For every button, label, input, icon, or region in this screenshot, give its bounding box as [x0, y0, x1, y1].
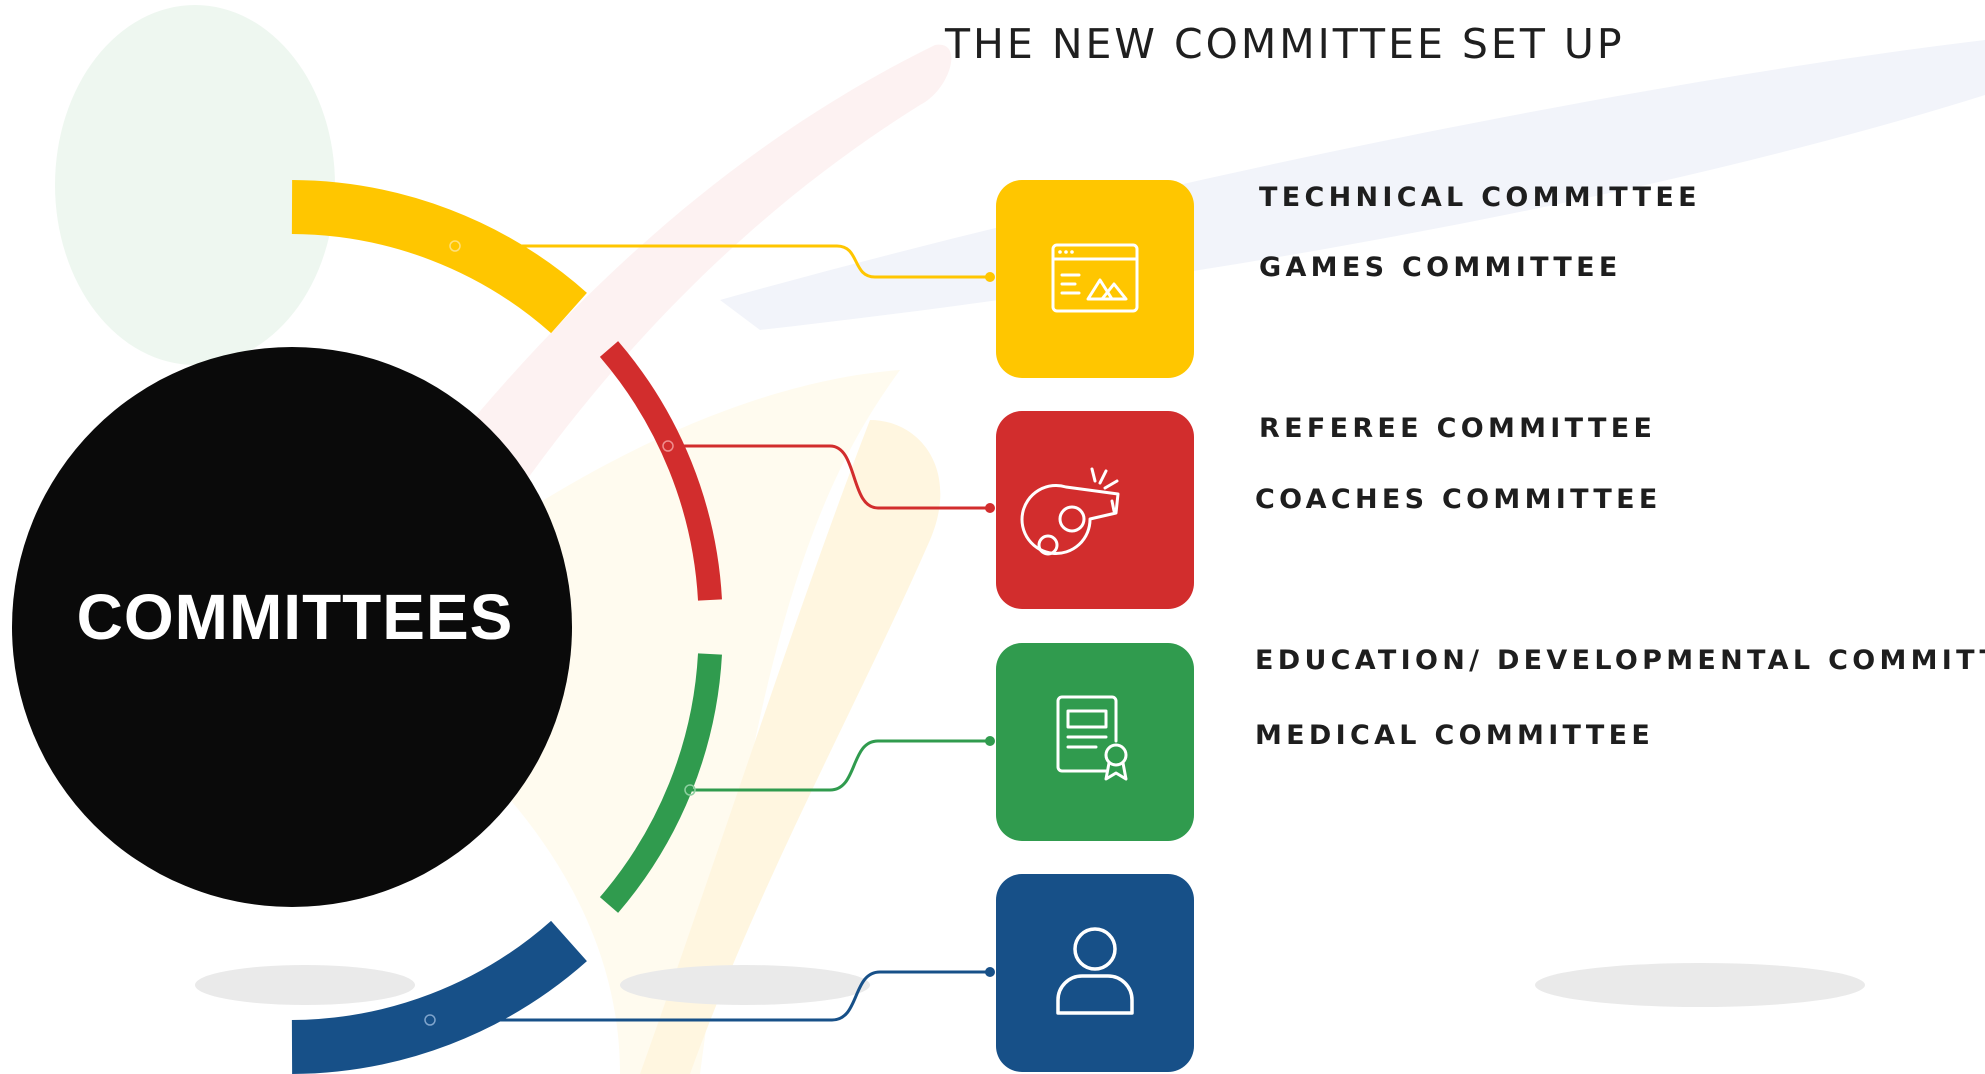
connector-green [690, 739, 990, 792]
committee-label-medical: MEDICAL COMMITTEE [1255, 720, 1655, 751]
committee-label-games: GAMES COMMITTEE [1259, 252, 1622, 283]
committee-label-referee: REFEREE COMMITTEE [1259, 413, 1657, 444]
connector-red [668, 444, 990, 510]
arc-segment-blue [291, 920, 587, 1074]
card-technical [996, 180, 1194, 378]
committee-label-coaches: COACHES COMMITTEE [1255, 484, 1662, 515]
arc-segment-red [599, 341, 722, 601]
connector-yellow [455, 244, 990, 279]
card-education [996, 643, 1194, 841]
committee-label-education: EDUCATION/ DEVELOPMENTAL COMMITTEE [1255, 645, 1985, 676]
whistle-icon [1020, 467, 1120, 556]
certificate-icon [1056, 695, 1128, 781]
hub-circle [12, 347, 572, 907]
card-referee [996, 411, 1194, 609]
svg-text:TEE: TEE [1545, 938, 1615, 973]
arc-segment-green [599, 653, 722, 913]
browser-window-icon [1051, 243, 1139, 313]
slide-title: THE NEW COMMITTEE SET UP [945, 20, 1625, 68]
arc-segment-yellow [291, 180, 587, 334]
user-icon [1056, 927, 1134, 1015]
committee-label-technical: TECHNICAL COMMITTEE [1259, 182, 1701, 213]
connector-blue [430, 970, 990, 1022]
card-member [996, 874, 1194, 1072]
hub-label: COMMITTEES [76, 581, 514, 653]
